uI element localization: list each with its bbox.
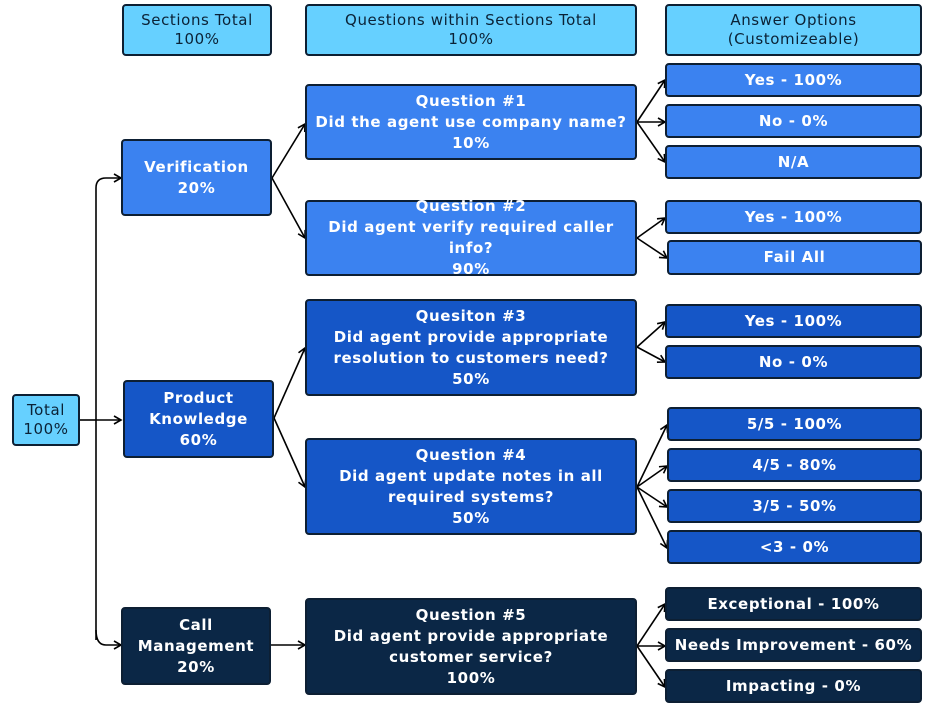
section-product-label-line2: Knowledge [149, 409, 248, 428]
question-5-text-line2: customer service? [389, 647, 553, 666]
header-answers-subtitle: (Customizeable) [727, 30, 860, 48]
answer-label: Yes - 100% [744, 207, 843, 226]
header-sections-percent: 100% [174, 30, 220, 48]
question-1: Question #1 Did the agent use company na… [305, 84, 637, 160]
answer-option: Impacting - 0% [665, 669, 922, 703]
question-4-title: Question #4 [415, 445, 527, 464]
header-questions-percent: 100% [448, 30, 494, 48]
section-product-label-line1: Product [163, 388, 234, 407]
question-3-title: Quesiton #3 [415, 306, 527, 325]
answer-option: Exceptional - 100% [665, 587, 922, 621]
header-sections-title: Sections Total [141, 11, 253, 29]
total-node: Total 100% [12, 394, 80, 446]
section-call-management: Call Management 20% [121, 607, 271, 685]
question-2-text: Did agent verify required caller info? [328, 218, 614, 257]
question-3-text-line2: resolution to customers need? [333, 348, 609, 367]
answer-label: No - 0% [758, 352, 829, 371]
header-sections-total: Sections Total 100% [122, 4, 272, 56]
question-3: Quesiton #3 Did agent provide appropriat… [305, 299, 637, 396]
answer-option: Fail All [667, 240, 922, 275]
question-3-text-line1: Did agent provide appropriate [333, 327, 609, 346]
answer-option: 5/5 - 100% [667, 407, 922, 441]
answer-option: 4/5 - 80% [667, 448, 922, 482]
answer-label: Fail All [763, 248, 826, 266]
answer-label: 3/5 - 50% [752, 496, 837, 515]
answer-label: Yes - 100% [744, 311, 843, 330]
answer-option: Needs Improvement - 60% [665, 628, 922, 662]
question-2-percent: 90% [452, 260, 490, 278]
answer-label: N/A [777, 152, 810, 171]
section-verification-label: Verification [144, 157, 249, 176]
question-4-text-line1: Did agent update notes in all [339, 466, 603, 485]
answer-label: Exceptional - 100% [707, 594, 880, 613]
question-5: Question #5 Did agent provide appropriat… [305, 598, 637, 695]
answer-option: No - 0% [665, 345, 922, 379]
question-5-text-line1: Did agent provide appropriate [333, 626, 609, 645]
answer-option: No - 0% [665, 104, 922, 138]
answer-label: 5/5 - 100% [746, 414, 843, 433]
question-4-text-line2: required systems? [387, 487, 555, 506]
question-5-title: Question #5 [415, 605, 527, 624]
question-1-text: Did the agent use company name? [315, 112, 627, 131]
section-verification: Verification 20% [121, 139, 272, 216]
answer-option: <3 - 0% [667, 530, 922, 564]
section-product-percent: 60% [179, 430, 218, 449]
answer-option: Yes - 100% [665, 304, 922, 338]
question-4: Question #4 Did agent update notes in al… [305, 438, 637, 535]
header-questions-total: Questions within Sections Total 100% [305, 4, 637, 56]
question-2: Question #2 Did agent verify required ca… [305, 197, 637, 278]
question-5-percent: 100% [446, 668, 496, 687]
section-call-label-line1: Call [179, 615, 213, 634]
header-questions-title: Questions within Sections Total [345, 11, 597, 29]
answer-label: Impacting - 0% [725, 676, 862, 695]
section-product-knowledge: Product Knowledge 60% [123, 380, 274, 458]
answer-option: Yes - 100% [665, 200, 922, 234]
answer-label: Yes - 100% [744, 70, 843, 89]
question-1-title: Question #1 [415, 91, 527, 110]
answer-option: N/A [665, 145, 922, 179]
answer-label: Needs Improvement - 60% [674, 635, 913, 654]
total-label: Total [26, 401, 66, 419]
section-verification-percent: 20% [177, 178, 216, 197]
total-percent: 100% [23, 420, 69, 438]
header-answer-options: Answer Options (Customizeable) [665, 4, 922, 56]
question-4-percent: 50% [452, 508, 490, 527]
section-call-label-line2: Management [137, 636, 255, 655]
answer-label: No - 0% [758, 111, 829, 130]
answer-option: Yes - 100% [665, 63, 922, 97]
header-answers-title: Answer Options [730, 11, 857, 29]
answer-label: <3 - 0% [759, 537, 830, 556]
question-1-percent: 10% [452, 133, 490, 152]
answer-label: 4/5 - 80% [752, 455, 837, 474]
section-call-percent: 20% [177, 657, 215, 676]
question-2-title: Question #2 [415, 197, 527, 215]
question-3-percent: 50% [452, 369, 490, 388]
answer-option: 3/5 - 50% [667, 489, 922, 523]
